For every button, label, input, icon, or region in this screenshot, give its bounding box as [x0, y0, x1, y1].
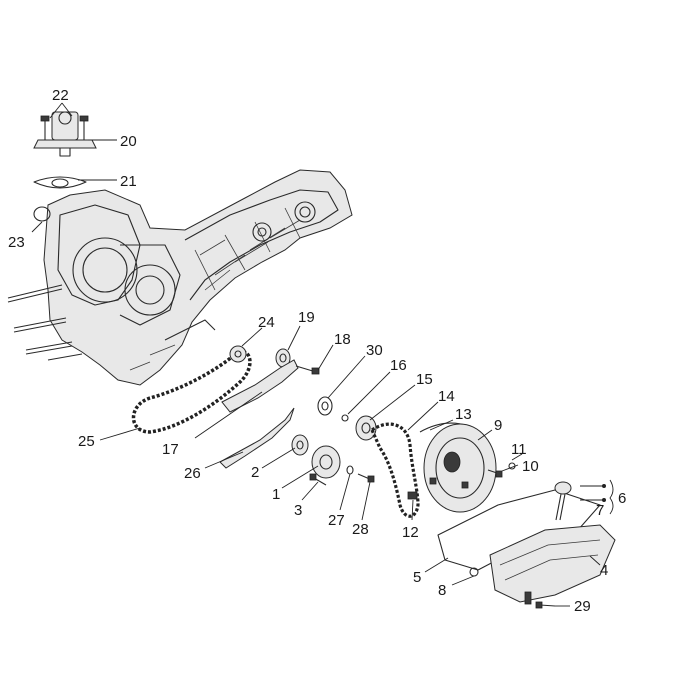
washer	[317, 396, 333, 416]
sprocket	[229, 345, 247, 363]
pump-washer	[346, 465, 354, 475]
leader-lines	[31, 102, 601, 607]
label-8: 8	[438, 582, 446, 599]
label-17: 17	[162, 441, 179, 458]
label-4: 4	[600, 562, 608, 579]
pump-cover	[423, 423, 497, 513]
oil-pump-chain	[369, 422, 420, 518]
label-3: 3	[294, 502, 302, 519]
label-16: 16	[390, 357, 407, 374]
pump-screw	[309, 473, 327, 486]
label-18: 18	[334, 331, 351, 348]
label-27: 27	[328, 512, 345, 529]
label-6: 6	[618, 490, 626, 507]
label-28: 28	[352, 521, 369, 538]
timing-chain	[131, 349, 252, 434]
label-10: 10	[522, 458, 539, 475]
label-20: 20	[120, 133, 137, 150]
pump-rotor	[291, 434, 309, 456]
cover-plate-assembly	[33, 111, 97, 222]
oil-pump	[311, 445, 341, 479]
label-21: 21	[120, 173, 137, 190]
oil-sump	[489, 524, 616, 605]
pump-sprocket	[355, 415, 377, 441]
label-13: 13	[455, 406, 472, 423]
cylinder-studs	[7, 284, 83, 361]
sump-drain-bolt	[535, 601, 556, 609]
label-7: 7	[596, 502, 604, 519]
label-14: 14	[438, 388, 455, 405]
cover-bolt	[487, 469, 503, 478]
chain-guide	[221, 359, 299, 413]
guide-bolt	[295, 365, 320, 375]
label-19: 19	[298, 309, 315, 326]
label-2: 2	[251, 464, 259, 481]
crankcase	[7, 169, 353, 386]
pump-bolt	[357, 473, 375, 483]
label-22: 22	[52, 87, 69, 104]
label-26: 26	[184, 465, 201, 482]
label-5: 5	[413, 569, 421, 586]
label-15: 15	[416, 371, 433, 388]
label-25: 25	[78, 433, 95, 450]
label-9: 9	[494, 417, 502, 434]
o-ring	[341, 414, 349, 422]
drive-gear	[275, 348, 291, 368]
label-11: 11	[511, 441, 527, 458]
pump-sprocket-nut	[407, 491, 418, 500]
tensioner-shoe	[219, 407, 295, 469]
dipstick	[554, 481, 572, 521]
label-29: 29	[574, 598, 591, 615]
label-23: 23	[8, 234, 25, 251]
label-12: 12	[402, 524, 419, 541]
label-1: 1	[272, 486, 280, 503]
label-24: 24	[258, 314, 275, 331]
label-30: 30	[366, 342, 383, 359]
part-labels: 22 20 21 23 24 19 18 30 16 15 14 13 9 11…	[8, 87, 626, 615]
